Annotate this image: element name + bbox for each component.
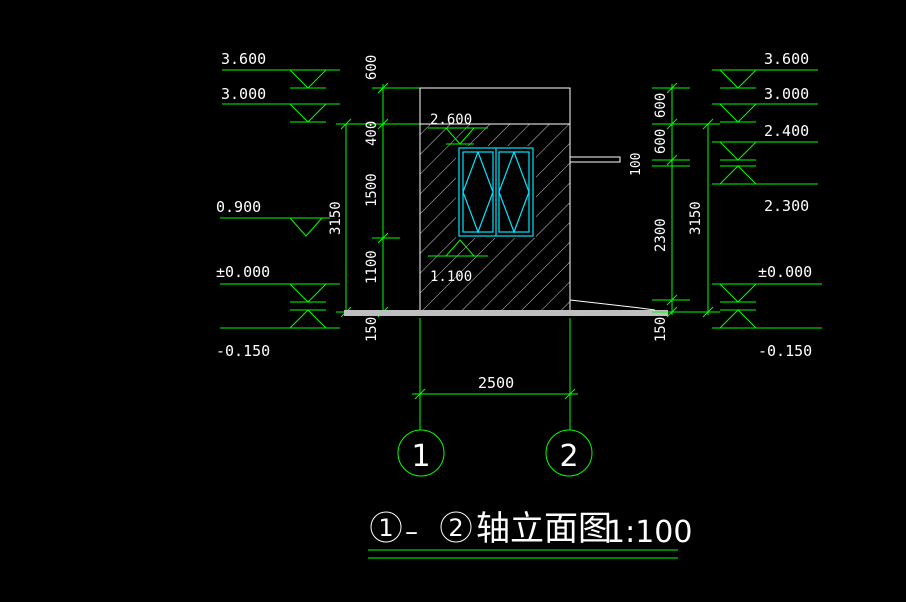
level-label: 3.000 — [764, 85, 809, 103]
ground-slab — [344, 310, 668, 316]
level-marker: -0.150 — [712, 309, 822, 360]
level-marker: 3.000 — [712, 85, 818, 123]
canopy — [569, 156, 621, 163]
left-level-markers: 3.600 3.000 0.900 ±0.000 -0.150 — [216, 50, 340, 360]
level-label: -0.150 — [758, 342, 812, 360]
axis-label: 1 — [411, 439, 430, 474]
dim-label: 100 — [629, 153, 644, 176]
level-label: ±0.000 — [216, 263, 270, 281]
level-label: 3.000 — [221, 85, 266, 103]
sill-label: 1.100 — [430, 269, 472, 285]
sill-label: 2.600 — [430, 112, 472, 128]
dim-total-label: 3150 — [328, 201, 344, 235]
axis-bubble: 1 — [397, 429, 445, 477]
level-marker: -0.150 — [216, 309, 340, 360]
level-marker: 2.400 — [712, 122, 818, 161]
sill-bottom-marker: 1.100 — [428, 239, 488, 285]
level-marker: 2.300 — [712, 165, 818, 215]
axis-bubble: 2 — [545, 429, 593, 477]
dim-label: 1100 — [364, 250, 380, 284]
dim-label: 600 — [364, 55, 380, 80]
title-axis-to: 2 — [448, 514, 463, 542]
dim-label: 600 — [653, 129, 669, 154]
right-level-markers: 3.600 3.000 2.400 2.300 ±0.000 — [712, 50, 822, 360]
title-text: 轴立面图 — [476, 509, 612, 549]
title-axis-from: 1 — [378, 514, 393, 542]
level-marker: ±0.000 — [712, 263, 822, 303]
axis-label: 2 — [559, 439, 578, 474]
window — [456, 146, 536, 238]
dim-total-label: 3150 — [688, 201, 704, 235]
dim-label: 400 — [364, 121, 380, 146]
title-scale: 1:100 — [606, 515, 692, 550]
dim-label: 150 — [364, 317, 380, 342]
dim-label: 150 — [653, 317, 669, 342]
level-marker: 0.900 — [216, 198, 330, 237]
dim-width-label: 2500 — [478, 374, 514, 392]
width-dimension: 2500 — [412, 318, 578, 430]
sill-top-marker: 2.600 — [428, 112, 488, 145]
dim-label: 600 — [653, 93, 669, 118]
level-label: 2.300 — [764, 197, 809, 215]
right-dimension-chain: 600 600 100 2300 150 3150 — [629, 82, 720, 342]
level-label: 2.400 — [764, 122, 809, 140]
level-marker: 3.600 — [712, 50, 818, 89]
title-dash: – — [405, 517, 418, 547]
level-marker: 3.600 — [221, 50, 340, 89]
drawing-title: 1 – 2 轴立面图 1:100 — [368, 509, 692, 559]
level-marker: ±0.000 — [216, 263, 340, 303]
level-label: 3.600 — [221, 50, 266, 68]
level-label: 3.600 — [764, 50, 809, 68]
left-dimension-chain: 600 400 1500 1100 150 3150 — [328, 55, 420, 342]
building-elevation: 2.600 1.100 — [344, 87, 668, 316]
level-label: ±0.000 — [758, 263, 812, 281]
dim-label: 2300 — [653, 218, 669, 252]
level-label: -0.150 — [216, 342, 270, 360]
ramp — [569, 299, 656, 311]
dim-label: 1500 — [364, 173, 380, 207]
level-label: 0.900 — [216, 198, 261, 216]
level-marker: 3.000 — [221, 85, 340, 123]
